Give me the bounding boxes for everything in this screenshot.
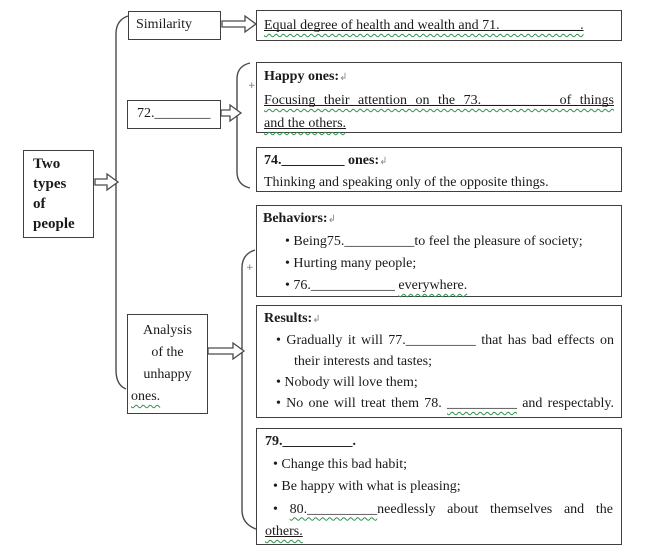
bullet-icon: • — [273, 479, 278, 494]
advice-item-3-line-1: • 80.__________needlessly about themselv… — [265, 499, 613, 522]
advice-item-2: • Be happy with what is pleasing; — [265, 476, 613, 499]
results-item-1-line-1: • Gradually it will 77.__________ that h… — [264, 330, 614, 351]
results-item-3: • No one will treat them 78. __________ … — [264, 393, 614, 414]
happy-title: Happy ones: — [264, 69, 340, 84]
advice-item-2-text: Be happy with what is pleasing; — [281, 479, 461, 494]
behaviors-title: Behaviors: — [263, 211, 328, 226]
behaviors-item-2: • Hurting many people; — [263, 253, 615, 275]
branch-analysis-last-line: ones. — [128, 386, 207, 408]
bullet-icon: • — [276, 375, 281, 390]
advice-item-1: • Change this bad habit; — [265, 454, 613, 477]
anchor-plus-icon-1: + — [248, 81, 256, 91]
happy-title-row: Happy ones:↲ — [264, 65, 614, 89]
results-item-1-line-2: their interests and tastes; — [264, 351, 614, 372]
flow-arrow-icon-72 — [220, 103, 243, 123]
return-mark-icon: ↲ — [327, 214, 336, 225]
advice-item-3-blank: 80.__________ — [289, 501, 378, 517]
bullet-icon: • — [276, 333, 281, 348]
results-item-3-post: and respectably. — [516, 396, 614, 411]
anchor-plus-icon-2: + — [246, 263, 254, 273]
bullet-icon: • — [285, 278, 290, 293]
opposite-body: Thinking and speaking only of the opposi… — [264, 175, 549, 190]
brace-connector-analysis-group — [241, 249, 257, 530]
return-mark-icon: ↲ — [379, 156, 388, 167]
flow-arrow-icon-similarity — [221, 14, 258, 34]
happy-line1: Focusing their attention on the 73._____… — [264, 93, 614, 108]
behaviors-item-3-word: everywhere. — [398, 278, 468, 293]
bullet-icon: • — [276, 396, 281, 411]
advice-others-word: others. — [265, 524, 303, 539]
opposite-title-row: 74._________ ones:↲ — [264, 150, 614, 172]
behaviors-title-row: Behaviors:↲ — [263, 208, 615, 231]
advice-item-3-rest: needlessly about themselves and the — [377, 501, 613, 517]
advice-item-1-text: Change this bad habit; — [281, 456, 407, 472]
results-title: Results: — [264, 311, 313, 326]
bullet-icon: • — [273, 501, 278, 517]
results-item-2: • Nobody will love them; — [264, 372, 614, 393]
flow-arrow-icon-analysis — [207, 341, 246, 361]
results-item-1-text: Gradually it will 77.__________ that has… — [286, 333, 614, 348]
bullet-icon: • — [285, 256, 290, 271]
panel-79-advice: 79.__________. • Change this bad habit; … — [256, 428, 622, 545]
branch-analysis-label: Analysis of the unhappy — [143, 323, 192, 382]
behaviors-item-3: • 76.____________ everywhere. — [263, 275, 615, 297]
panel-equal-degree: Equal degree of health and wealth and 71… — [256, 10, 622, 41]
behaviors-item-3-blank: 76.____________ — [293, 278, 399, 293]
flow-arrow-icon-root — [94, 172, 120, 192]
branch-72-label: 72.________ — [137, 106, 211, 121]
behaviors-item-2-text: Hurting many people; — [293, 256, 417, 271]
results-item-3-blank: __________ — [446, 396, 517, 411]
panel-happy-ones: Happy ones:↲ Focusing their attention on… — [256, 62, 622, 133]
results-item-1-cont: their interests and tastes; — [294, 354, 433, 369]
behaviors-item-1: • Being75.__________to feel the pleasure… — [263, 231, 615, 253]
return-mark-icon: ↲ — [339, 72, 348, 83]
branch-analysis-ones-word: ones. — [131, 389, 161, 404]
panel-74-ones: 74._________ ones:↲ Thinking and speakin… — [256, 147, 622, 192]
bullet-icon: • — [285, 234, 290, 249]
branch-box-analysis: Analysis of the unhappy ones. — [127, 314, 208, 414]
bullet-icon: • — [273, 456, 278, 472]
results-item-3-pre: No one will treat them 78. — [286, 396, 447, 411]
panel-behaviors: Behaviors:↲ • Being75.__________to feel … — [256, 205, 622, 297]
advice-title: 79.__________. — [265, 434, 356, 449]
return-mark-icon: ↲ — [312, 314, 321, 325]
branch-similarity-label: Similarity — [136, 17, 192, 32]
panel-results: Results:↲ • Gradually it will 77._______… — [256, 305, 622, 418]
results-item-2-text: Nobody will love them; — [284, 375, 418, 390]
root-box-label: Two types of people — [33, 156, 75, 232]
equal-degree-text: Equal degree of health and wealth and 71… — [264, 18, 584, 33]
happy-line2: and the others. — [264, 116, 347, 131]
branch-box-72-blank: 72.________ — [127, 100, 221, 129]
behaviors-item-1-text: Being75.__________to feel the pleasure o… — [293, 234, 583, 249]
root-box-two-types: Two types of people — [23, 150, 94, 238]
opposite-title: 74._________ ones: — [264, 153, 380, 168]
results-title-row: Results:↲ — [264, 308, 614, 330]
branch-box-similarity: Similarity — [128, 11, 221, 40]
advice-item-3-line-2: others. — [265, 521, 613, 544]
